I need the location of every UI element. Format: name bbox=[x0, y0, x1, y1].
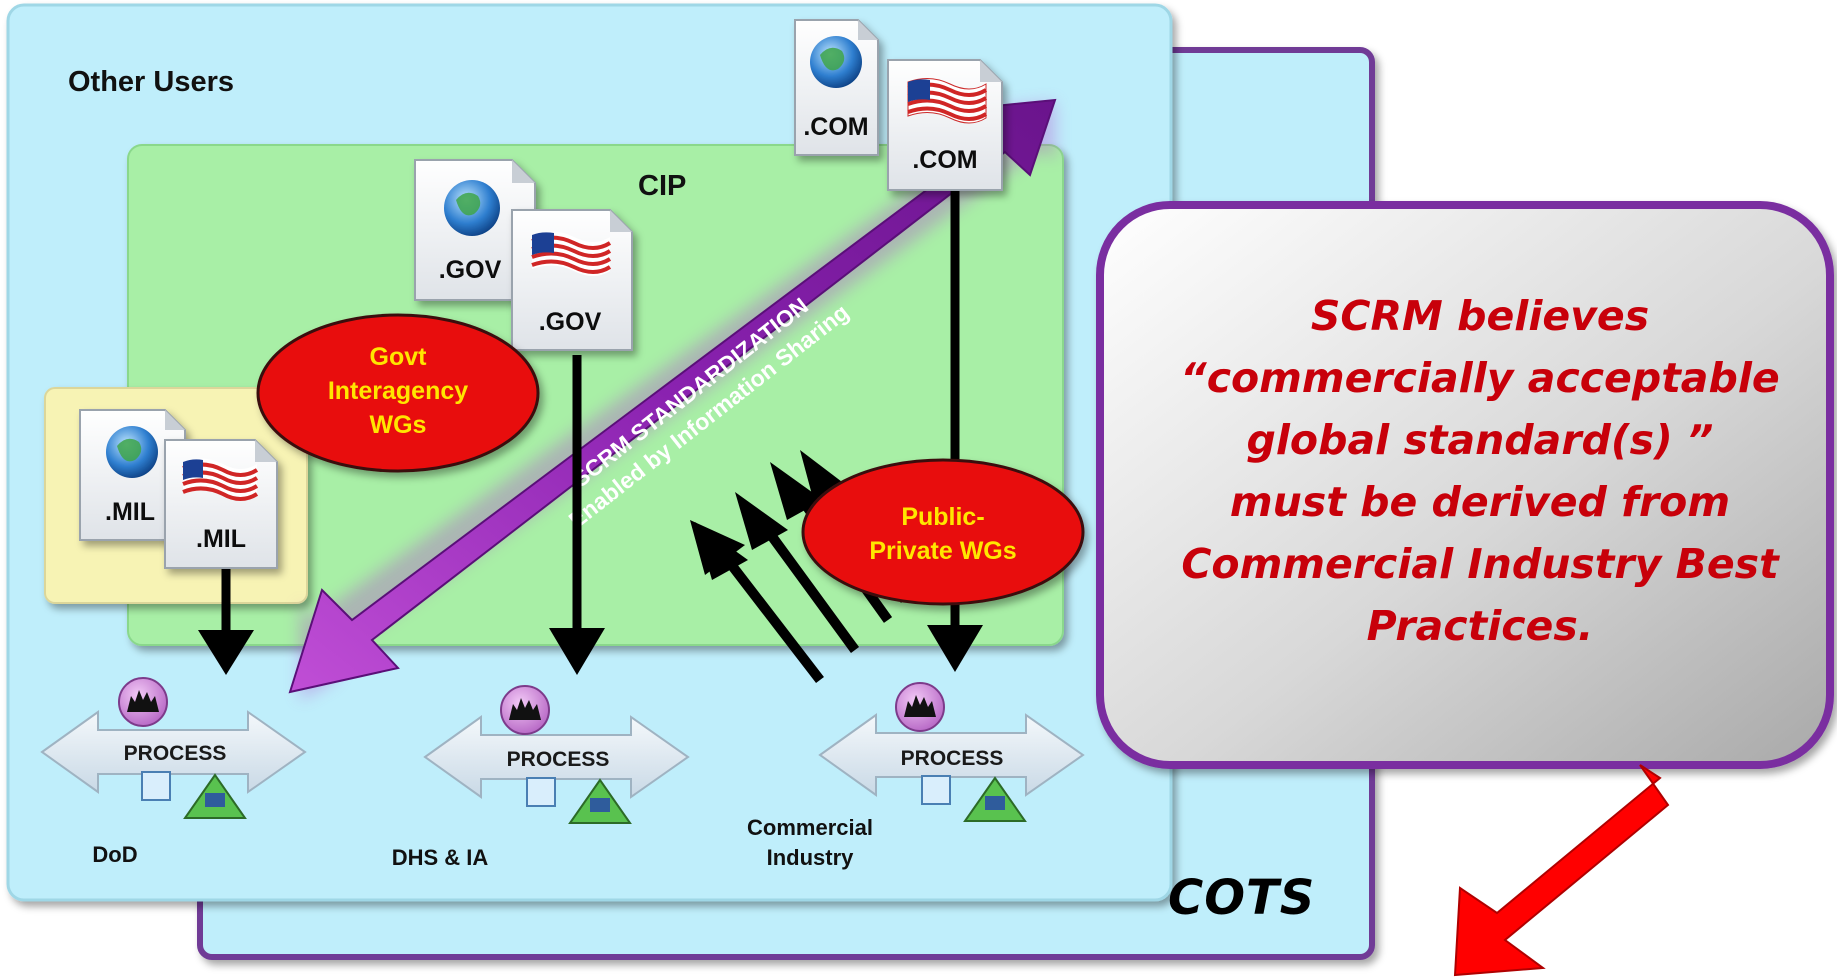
chart-icon bbox=[141, 771, 171, 801]
process-commercial: PROCESS bbox=[818, 682, 1085, 822]
mil-flag-doc: .MIL bbox=[164, 439, 278, 569]
com-flag-doc: .COM bbox=[887, 59, 1003, 191]
cip-label: CIP bbox=[638, 170, 687, 202]
callout-box bbox=[1096, 201, 1834, 769]
callout-line-4: must be derived from bbox=[1229, 478, 1731, 526]
gov-flag-label: .GOV bbox=[539, 308, 602, 336]
process-dod: PROCESS bbox=[40, 677, 307, 819]
site-commercial-line-1: Commercial bbox=[747, 815, 873, 840]
com-globe-doc: .COM bbox=[794, 19, 879, 156]
public-private-line-1: Public- bbox=[901, 503, 985, 531]
public-private-wg-ellipse bbox=[801, 458, 1085, 606]
process-dhs: PROCESS bbox=[423, 685, 690, 824]
callout-line-1: SCRM believes bbox=[1310, 292, 1650, 340]
callout-line-2: “commercially acceptable bbox=[1180, 354, 1780, 402]
public-private-wg-text: Public- Private WGs bbox=[833, 500, 1053, 568]
callout-line-5: Commercial Industry Best bbox=[1181, 540, 1779, 588]
us-flag-icon bbox=[907, 78, 988, 124]
govt-wg-line-2: Interagency bbox=[327, 377, 469, 405]
mil-globe-label: .MIL bbox=[105, 498, 155, 526]
com-globe-label: .COM bbox=[803, 113, 868, 141]
govt-wg-ellipse bbox=[256, 313, 540, 473]
gov-flag-doc: .GOV bbox=[511, 209, 633, 351]
callout-line-6: Practices. bbox=[1366, 602, 1594, 650]
callout-line-3: global standard(s) ” bbox=[1246, 416, 1714, 464]
govt-wg-text: Govt Interagency WGs bbox=[290, 340, 506, 442]
callout-text: SCRM believes “commercially acceptable g… bbox=[1110, 285, 1837, 657]
process-arrow bbox=[40, 710, 307, 794]
site-dhs: DHS & IA bbox=[391, 845, 489, 870]
red-down-arrow bbox=[1453, 764, 1670, 977]
process-arrow bbox=[818, 713, 1085, 797]
gov-globe-label: .GOV bbox=[439, 256, 502, 284]
com-flag-label: .COM bbox=[912, 146, 977, 174]
mil-down-arrow-head bbox=[198, 630, 254, 675]
process-arrow bbox=[423, 715, 690, 799]
govt-wg-line-1: Govt bbox=[369, 343, 427, 371]
cots-label: COTS bbox=[1168, 870, 1316, 926]
other-users-label: Other Users bbox=[68, 66, 235, 98]
site-dod: DoD bbox=[92, 842, 138, 867]
public-private-line-2: Private WGs bbox=[869, 537, 1017, 565]
com-down-arrow-head bbox=[927, 625, 983, 672]
us-flag-icon bbox=[182, 458, 259, 501]
site-commercial: Commercial Industry bbox=[735, 813, 885, 873]
us-flag-icon bbox=[531, 231, 612, 276]
chart-icon bbox=[921, 775, 951, 805]
gov-globe-doc: .GOV bbox=[414, 159, 536, 301]
govt-wg-line-3: WGs bbox=[369, 411, 427, 439]
process-label: PROCESS bbox=[124, 742, 227, 765]
chart-icon bbox=[526, 777, 556, 807]
band-arrow bbox=[288, 98, 1057, 694]
site-commercial-line-2: Industry bbox=[766, 845, 854, 870]
process-label: PROCESS bbox=[507, 748, 610, 771]
gov-down-arrow-head bbox=[549, 628, 605, 675]
process-label: PROCESS bbox=[901, 747, 1004, 770]
mil-flag-label: .MIL bbox=[196, 525, 246, 553]
